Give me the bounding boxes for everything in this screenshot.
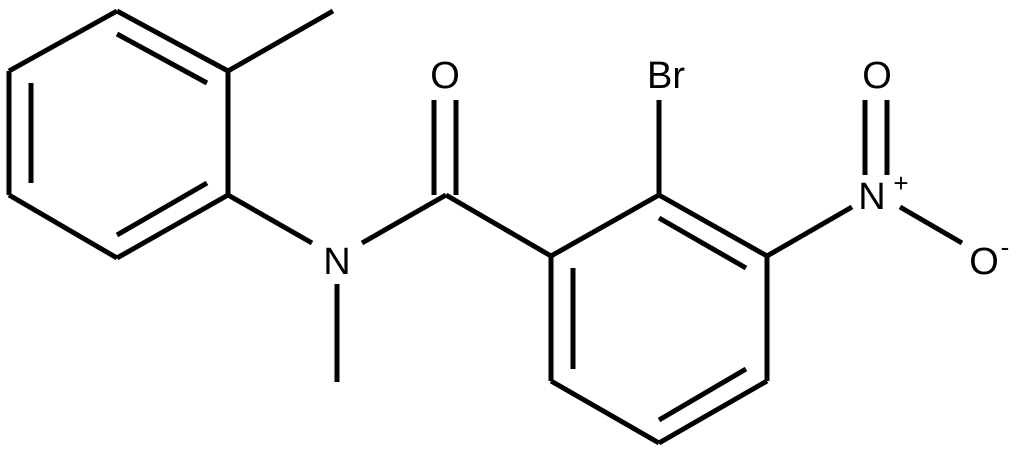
bond-tolyl-n xyxy=(226,192,314,246)
bond-methyl-tolyl xyxy=(226,8,335,74)
atom-n-amide: N xyxy=(323,241,350,283)
bond-benz-5 xyxy=(549,378,661,446)
bond-tolyl-1-inner xyxy=(115,31,209,86)
bond-tolyl-1 xyxy=(115,8,230,74)
bond-carbonyl-ring xyxy=(444,192,553,259)
atom-o-nitro-right: O xyxy=(969,241,999,283)
bond-tolyl-3-inner xyxy=(115,180,209,238)
bond-no-3 xyxy=(898,204,964,246)
bond-benz-2-inner xyxy=(657,215,748,271)
bond-benz-4 xyxy=(657,378,769,446)
bond-tolyl-6 xyxy=(7,8,119,74)
atom-n-nitro: N xyxy=(858,176,885,218)
atom-o-carbonyl: O xyxy=(430,55,460,97)
bond-tolyl-3 xyxy=(115,192,230,261)
benzoyl-ring xyxy=(548,100,770,446)
bond-tolyl-4 xyxy=(7,192,119,261)
amide-group xyxy=(226,100,553,382)
bond-n-carbonyl xyxy=(360,192,448,246)
charge-minus-label: - xyxy=(1001,232,1010,262)
atom-o-nitro-top: O xyxy=(862,55,892,97)
bond-ring-nitro xyxy=(765,204,854,259)
nitro-group xyxy=(765,100,964,259)
tolyl-ring xyxy=(6,8,335,261)
bond-benz-4-inner xyxy=(657,366,748,423)
atom-br: Br xyxy=(647,55,685,97)
bond-benz-2 xyxy=(657,192,769,259)
charge-plus-label: + xyxy=(893,168,908,198)
bond-benz-1 xyxy=(549,192,661,259)
